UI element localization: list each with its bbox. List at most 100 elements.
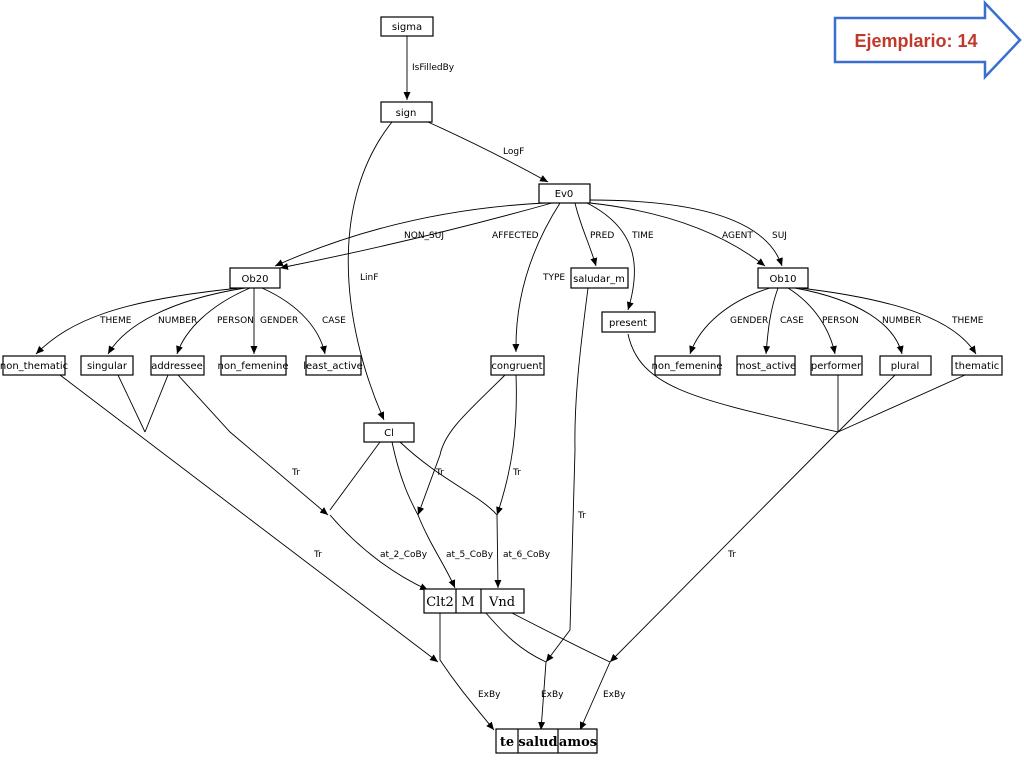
node-thematic[interactable]: thematic	[951, 355, 1003, 376]
edge-ev0-ob20-affected	[279, 202, 553, 270]
label-at-6-coby: at_6_CoBy	[503, 550, 551, 560]
edge-cl-right	[399, 441, 498, 516]
node-ob10-label: Ob10	[770, 274, 797, 285]
node-ob10[interactable]: Ob10	[757, 267, 809, 289]
node-non-thematic-label: non_thematic	[0, 361, 68, 372]
arrow-right-icon	[833, 0, 1022, 81]
edge-cl-left	[329, 441, 381, 511]
node-non-femenine-left[interactable]: non_femenine	[218, 355, 289, 376]
label-pred: PRED	[590, 231, 614, 241]
node-most-active-label: most_active	[736, 361, 796, 372]
node-addressee-label: addressee	[151, 361, 203, 372]
label-tr-4: Tr	[577, 511, 586, 521]
label-tr-6: Tr	[727, 550, 736, 560]
edge-present-curve	[627, 333, 839, 433]
node-ob20[interactable]: Ob20	[229, 267, 281, 289]
edge-ev0-present	[586, 202, 635, 311]
edge-ob10-nonfemenine	[689, 287, 771, 355]
edge-ob10-mostactive	[763, 287, 779, 355]
label-time: TIME	[631, 231, 654, 241]
edge-addressee-down	[177, 374, 329, 516]
edge-labels: IsFilledBy LogF LinF NON_SUJ AFFECTED TY…	[99, 63, 984, 700]
edge-ob10-thematic	[799, 287, 977, 355]
label-tr-5: Tr	[313, 550, 322, 560]
node-congruent[interactable]: congruent	[490, 355, 545, 376]
label-gender-right: GENDER	[730, 316, 768, 326]
node-congruent-label: congruent	[491, 361, 542, 372]
edge-congruent-left	[417, 374, 506, 516]
edge-ev0-saludar	[574, 202, 598, 267]
node-te-salud-amos[interactable]: te salud amos	[495, 728, 598, 754]
label-person-right: PERSON	[822, 316, 859, 326]
edge-addressee-left	[144, 374, 169, 433]
label-exby-2: ExBy	[541, 690, 564, 700]
label-exby-3: ExBy	[603, 690, 626, 700]
node-most-active[interactable]: most_active	[736, 355, 796, 376]
label-theme-left: THEME	[99, 316, 132, 326]
edge-nonthematic-down	[59, 374, 439, 663]
edge-congruent-right	[496, 374, 517, 516]
node-clt2-m-vnd[interactable]: Clt2 M Vnd	[423, 588, 525, 614]
label-tr-1: Tr	[291, 468, 300, 478]
label-type: TYPE	[542, 273, 565, 283]
node-sigma-label: sigma	[392, 22, 422, 33]
label-theme-right: THEME	[951, 316, 984, 326]
label-at-2-coby: at_2_CoBy	[380, 550, 428, 560]
label-case-right: CASE	[780, 316, 804, 326]
edge-cl-m	[417, 514, 456, 589]
label-linf: LinF	[360, 273, 378, 283]
label-at-5-coby: at_5_CoBy	[446, 550, 494, 560]
edge-ev0-ob20-nonsuj	[274, 202, 546, 267]
ejemplario-badge: Ejemplario: 14	[833, 0, 1022, 81]
edge-cl-mid	[391, 441, 419, 516]
edge-singular-down	[117, 374, 146, 433]
label-agent: AGENT	[722, 231, 753, 241]
label-exby-1: ExBy	[478, 690, 501, 700]
node-thematic-label: thematic	[955, 361, 999, 372]
node-plural-label: plural	[891, 361, 919, 372]
node-cl[interactable]: Cl	[363, 422, 415, 443]
label-non-suj: NON_SUJ	[404, 231, 444, 241]
label-isfilledby: IsFilledBy	[412, 63, 455, 73]
node-non-femenine-right[interactable]: non_femenine	[652, 355, 723, 376]
node-present-label: present	[609, 318, 647, 329]
node-non-thematic[interactable]: non_thematic	[0, 355, 68, 376]
edge-ob10-performer	[787, 287, 837, 355]
node-plural[interactable]: plural	[879, 355, 932, 376]
node-ev0[interactable]: Ev0	[538, 183, 591, 204]
edge-cl-vnd	[494, 514, 502, 589]
edge-vnd-amos	[509, 611, 611, 731]
label-gender-left: GENDER	[260, 316, 298, 326]
node-sigma[interactable]: sigma	[380, 16, 434, 37]
node-performer[interactable]: performer	[810, 355, 863, 376]
edge-ev0-congruent	[512, 202, 561, 353]
label-tr-2: Tr	[435, 468, 444, 478]
node-sign-label: sign	[396, 108, 417, 119]
edge-ev0-ob10-agent	[589, 202, 766, 267]
edge-ev0-ob10-suj	[589, 199, 783, 267]
edge-saludar-salud	[545, 287, 589, 663]
node-saludar-m[interactable]: saludar_m	[570, 267, 629, 289]
label-person-left: PERSON	[217, 316, 254, 326]
node-sign[interactable]: sign	[380, 101, 433, 123]
edge-vnd-salud	[484, 611, 547, 731]
edge-ob20-singular	[107, 287, 246, 355]
label-logf: LogF	[503, 147, 524, 157]
edge-thematic-down	[837, 374, 966, 433]
node-singular[interactable]: singular	[80, 355, 134, 376]
node-ev0-label: Ev0	[555, 189, 574, 200]
node-present[interactable]: present	[601, 311, 656, 333]
node-addressee[interactable]: addressee	[150, 355, 205, 376]
edge-ob10-plural	[794, 287, 904, 355]
edge-sign-cl	[347, 121, 393, 421]
node-clt2-label: Clt2	[426, 595, 454, 610]
label-tr-3: Tr	[512, 468, 521, 478]
node-least-active[interactable]: least_active	[303, 355, 363, 376]
label-number-right: NUMBER	[882, 316, 921, 326]
label-number-left: NUMBER	[158, 316, 197, 326]
node-saludar-m-label: saludar_m	[573, 274, 625, 285]
node-m-label: M	[461, 595, 474, 610]
node-performer-label: performer	[811, 361, 862, 372]
